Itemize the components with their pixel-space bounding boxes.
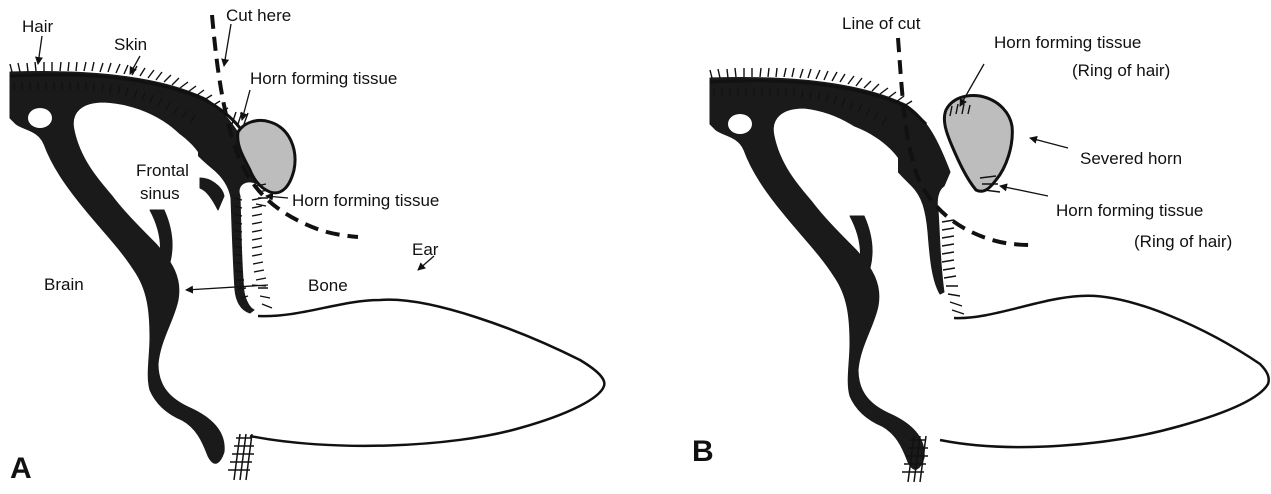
label-cut-here: Cut here: [226, 6, 291, 25]
label-brain: Brain: [44, 275, 84, 294]
label-ring-bottom: (Ring of hair): [1134, 232, 1232, 251]
skull-bone: [10, 71, 264, 463]
ear-outline-b: [940, 296, 1269, 447]
panel-letter-b: B: [692, 435, 714, 468]
severed-horn: [944, 96, 1012, 192]
label-severed-horn: Severed horn: [1080, 149, 1182, 168]
panel-a: Hair Skin Cut here Horn forming tissue F…: [10, 6, 604, 485]
label-hair: Hair: [22, 17, 54, 36]
label-horn-tissue-bottom: Horn forming tissue: [1056, 201, 1203, 220]
skull-bone-b: [710, 77, 950, 469]
label-frontal: Frontal: [136, 161, 189, 180]
label-skin: Skin: [114, 35, 147, 54]
label-line-of-cut: Line of cut: [842, 14, 921, 33]
label-horn-tissue-top: Horn forming tissue: [250, 69, 397, 88]
panel-letter-a: A: [10, 452, 32, 485]
label-horn-tissue-mid: Horn forming tissue: [292, 191, 439, 210]
label-ring-top: (Ring of hair): [1072, 61, 1170, 80]
label-sinus: sinus: [140, 184, 180, 203]
panel-b: Line of cut Horn forming tissue (Ring of…: [692, 14, 1269, 482]
label-horn-tissue-top-b: Horn forming tissue: [994, 33, 1141, 52]
ear-outline: [250, 300, 604, 446]
label-bone: Bone: [308, 276, 348, 295]
label-ear: Ear: [412, 240, 439, 259]
ear-canal: [228, 434, 254, 480]
